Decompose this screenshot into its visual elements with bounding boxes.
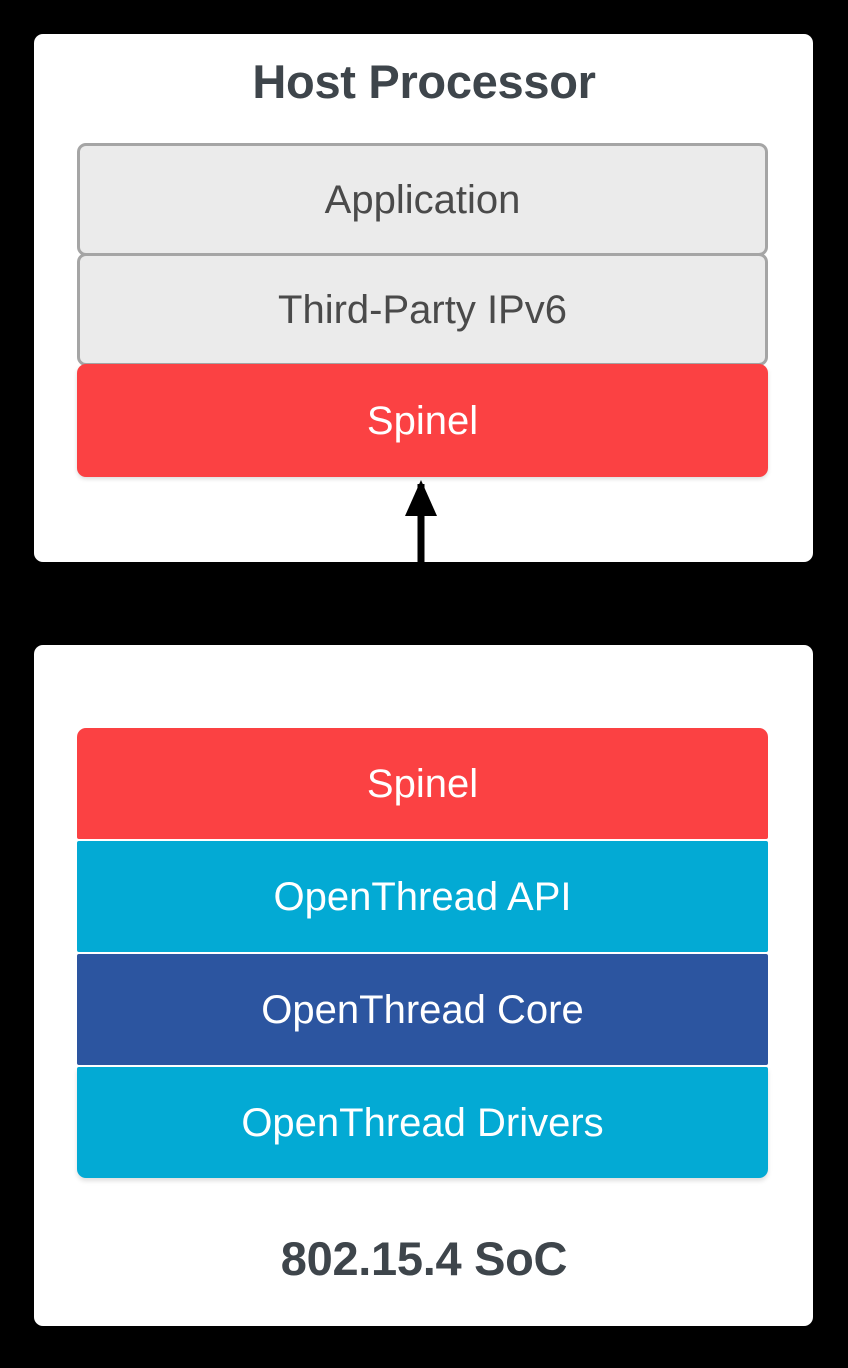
layer-third-party-ipv6: Third-Party IPv6 [77,253,768,366]
layer-spinel-host: Spinel [77,364,768,477]
panel-title-host-processor: Host Processor [252,55,596,108]
layer-openthread-drivers: OpenThread Drivers [77,1067,768,1178]
layer-label: OpenThread Drivers [241,1100,604,1145]
layer-label: OpenThread Core [261,987,584,1032]
layer-label: OpenThread API [273,874,572,919]
layer-label: Application [324,177,521,222]
layer-application: Application [77,143,768,256]
layer-label: Third-Party IPv6 [278,287,567,332]
layer-label: Spinel [366,761,479,806]
layer-spinel-soc: Spinel [77,728,768,839]
layer-stack-soc: Spinel OpenThread API OpenThread Core Op… [77,728,768,1178]
layer-openthread-api: OpenThread API [77,841,768,952]
layer-openthread-core: OpenThread Core [77,954,768,1065]
panel-title-soc: 802.15.4 SoC [280,1232,568,1285]
layer-stack-host-processor: Application Third-Party IPv6 Spinel [77,143,768,477]
layer-label: Spinel [366,398,479,443]
